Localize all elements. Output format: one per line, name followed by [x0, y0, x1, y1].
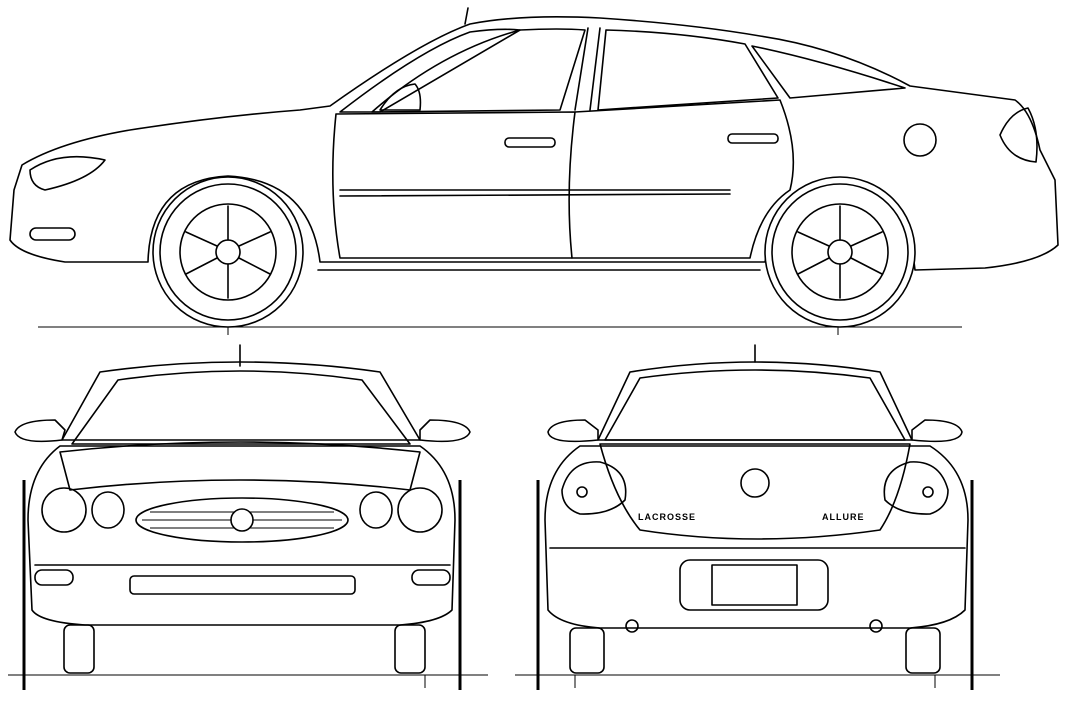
- front-body: [27, 445, 456, 626]
- body-side-molding-lower: [339, 193, 731, 197]
- front-lower-intake: [129, 575, 356, 595]
- rear-quarter-glass: [751, 45, 906, 99]
- rear-roof: [597, 361, 913, 441]
- front-door-handle: [504, 137, 556, 148]
- windshield: [339, 28, 521, 113]
- rear-view: LACROSSE ALLURE: [515, 344, 1000, 690]
- front-hood: [59, 441, 421, 491]
- side-foglamp: [29, 227, 76, 241]
- fuel-door: [903, 123, 937, 157]
- front-buick-tri-shield-icon: [230, 508, 254, 532]
- rear-buick-tri-shield-icon: [740, 468, 770, 498]
- rear-window: [604, 369, 906, 441]
- front-headlamp-right-inner: [359, 491, 393, 529]
- side-front-wheel: [152, 176, 304, 328]
- front-foglamp-left: [34, 569, 74, 586]
- side-taillamp: [999, 107, 1038, 163]
- front-left-mirror: [14, 419, 66, 443]
- rear-plate-recess: [679, 559, 829, 611]
- side-antenna: [464, 7, 469, 25]
- side-body-outline: [9, 16, 1059, 271]
- side-headlamp: [29, 155, 106, 191]
- front-view: [8, 344, 488, 690]
- front-headlamp-left-inner: [91, 491, 125, 529]
- rear-door-glass: [597, 29, 779, 111]
- rear-license-plate: [711, 564, 798, 606]
- side-rear-wheel: [764, 176, 916, 328]
- rear-taillamp-right-bulb: [922, 486, 934, 498]
- front-roof: [61, 361, 421, 441]
- rear-tire-left: [569, 627, 605, 674]
- rear-exhaust-right: [869, 619, 883, 633]
- rear-right-mirror: [911, 419, 963, 443]
- front-windshield: [71, 370, 411, 445]
- rear-trim-badge: ALLURE: [822, 512, 865, 522]
- b-pillar-inner: [589, 27, 601, 111]
- front-tire-right: [394, 624, 426, 674]
- side-view: [9, 7, 1059, 335]
- front-right-mirror: [419, 419, 471, 443]
- front-grille: [135, 497, 349, 543]
- rear-door-outline: [571, 99, 795, 259]
- front-headlamp-right-outer: [397, 487, 443, 533]
- front-headlamp-left-outer: [41, 487, 87, 533]
- front-foglamp-right: [411, 569, 451, 586]
- rear-door-handle: [727, 133, 779, 144]
- rear-taillamp-left: [561, 461, 627, 515]
- rear-left-mirror: [547, 419, 599, 443]
- rear-taillamp-left-bulb: [576, 486, 588, 498]
- rear-taillamp-right: [883, 461, 949, 515]
- side-mirror: [379, 83, 422, 111]
- rear-exhaust-left: [625, 619, 639, 633]
- rear-tire-right: [905, 627, 941, 674]
- front-door-outline: [332, 111, 576, 259]
- front-door-glass: [371, 28, 586, 113]
- rear-model-badge: LACROSSE: [638, 512, 696, 522]
- b-pillar: [574, 27, 589, 111]
- front-tire-left: [63, 624, 95, 674]
